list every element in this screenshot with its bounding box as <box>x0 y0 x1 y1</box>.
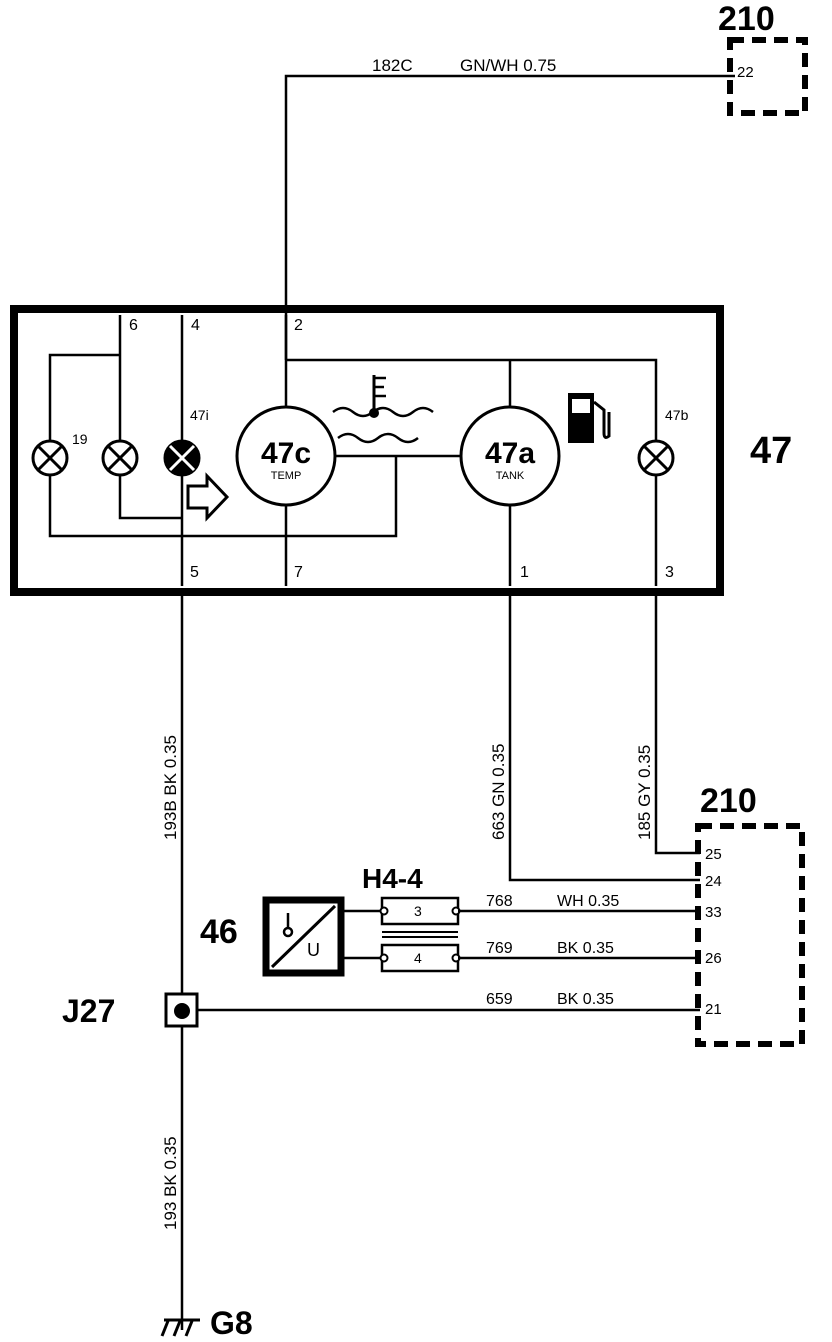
connector-210-pin-33: 33 <box>705 904 722 921</box>
lamp-47i-label: 47i <box>190 407 209 423</box>
wire-768-number: 768 <box>486 893 513 910</box>
temperature-icon <box>332 375 434 444</box>
wire-769-number: 769 <box>486 940 513 957</box>
sensor-46-label: 46 <box>200 913 238 951</box>
lamp-47i <box>163 439 201 477</box>
wire-659-number: 659 <box>486 991 513 1008</box>
wire-769-spec: BK 0.35 <box>557 940 614 957</box>
connector-210-pin-26: 26 <box>705 950 722 967</box>
gauge-47c-id: 47c <box>261 437 311 470</box>
wire-185 <box>654 590 700 855</box>
gauge-47a-sub: TANK <box>496 470 525 482</box>
gauge-47c-sub: TEMP <box>271 470 302 482</box>
wire-193b-label: 193B BK 0.35 <box>161 735 180 840</box>
internal-wire-lamp-bottom <box>118 476 182 520</box>
pin-4-label: 4 <box>191 317 200 334</box>
connector-210-top-label: 210 <box>718 0 775 38</box>
connector-210-top-pin: 22 <box>737 64 754 81</box>
connector-210-pin-24: 24 <box>705 873 722 890</box>
instrument-cluster-border <box>10 305 724 596</box>
wire-182c-number: 182C <box>372 56 413 75</box>
fuel-pump-icon <box>568 393 611 443</box>
wire-663-label: 663 GN 0.35 <box>489 744 508 840</box>
gauge-47c-temp <box>235 405 337 507</box>
gauge-47a-id: 47a <box>485 437 535 470</box>
internal-wire-supply-bus <box>286 358 658 440</box>
pin-6-label: 6 <box>129 317 138 334</box>
internal-wire-lamp19-bottom <box>48 456 398 538</box>
turn-arrow-icon <box>186 472 230 522</box>
splice-j27: J27 <box>62 992 199 1029</box>
sensor-46: U 46 <box>200 896 345 977</box>
wire-182c <box>284 74 735 360</box>
pin-1-label: 1 <box>520 564 529 581</box>
pin-2-label: 2 <box>294 317 303 334</box>
lamp-indicator <box>101 439 139 477</box>
connector-210-bottom-label: 210 <box>700 782 757 820</box>
gauge-47a-tank <box>459 405 561 507</box>
internal-wire-lamp19-top <box>48 353 120 440</box>
connector-210-pin-21: 21 <box>705 1001 722 1018</box>
ground-icon <box>160 1318 200 1337</box>
lamp-19 <box>31 439 69 477</box>
connector-210-bottom: 210 25 24 33 26 21 <box>695 782 805 1047</box>
connector-210-bottom-box <box>695 823 805 1047</box>
wire-185-label: 185 GY 0.35 <box>635 745 654 840</box>
lamp-19-label: 19 <box>72 431 88 447</box>
lamp-47b <box>637 439 675 477</box>
wire-663 <box>508 590 700 882</box>
sensor-46-symbol: U <box>307 940 320 960</box>
lamp-47b-label: 47b <box>665 407 689 423</box>
instrument-cluster-label: 47 <box>750 430 792 472</box>
wire-182c-spec: GN/WH 0.75 <box>460 56 556 75</box>
connector-210-pin-25: 25 <box>705 846 722 863</box>
splice-j27-label: J27 <box>62 993 115 1029</box>
instrument-cluster-47: 47 6 4 2 5 7 1 3 19 <box>10 305 792 596</box>
connector-h4-4: H4-4 3 4 <box>341 863 461 973</box>
connector-h4-4-label: H4-4 <box>362 863 423 894</box>
wire-193-label: 193 BK 0.35 <box>161 1136 180 1230</box>
connector-210-top-box <box>727 37 808 116</box>
ground-g8-label: G8 <box>210 1305 253 1341</box>
connector-h4-4-pin-4: 4 <box>414 950 422 966</box>
pin-5-label: 5 <box>190 564 199 581</box>
ground-g8: G8 <box>160 1305 253 1341</box>
connector-210-top: 210 22 <box>718 0 808 116</box>
pin-7-label: 7 <box>294 564 303 581</box>
connector-h4-4-pin-3: 3 <box>414 903 422 919</box>
pin-3-label: 3 <box>665 564 674 581</box>
wire-659-spec: BK 0.35 <box>557 991 614 1008</box>
wire-768-spec: WH 0.35 <box>557 893 619 910</box>
